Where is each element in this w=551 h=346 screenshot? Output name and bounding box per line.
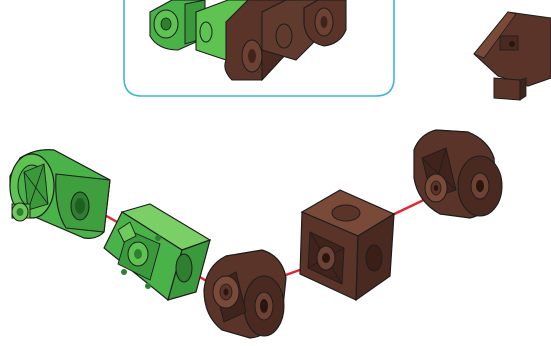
green-wheel-hub [9,149,111,239]
brown-hinge-joint-lower [203,249,287,339]
brown-hinge-joint-upper [413,129,503,219]
callout-brown-end [303,0,347,47]
callout-preview [123,0,395,97]
brown-side-piece [473,11,551,101]
green-cube-connector [103,203,212,302]
brown-cube-center [299,189,396,302]
